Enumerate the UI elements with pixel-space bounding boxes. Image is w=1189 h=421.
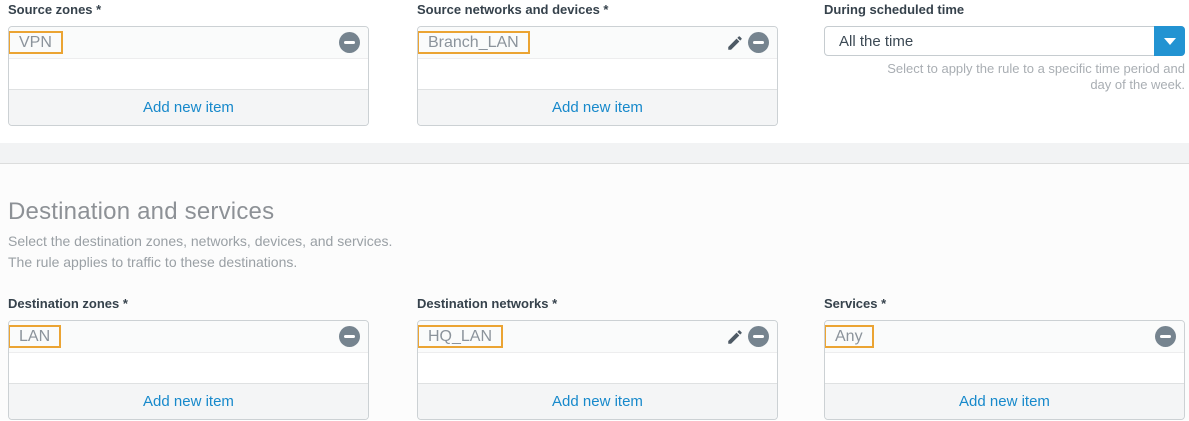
schedule-help-line1: Select to apply the rule to a specific t… — [887, 61, 1185, 76]
add-new-item-label: Add new item — [959, 393, 1050, 410]
services-listbox: Any Add new item — [824, 320, 1185, 420]
remove-item-icon[interactable] — [748, 32, 769, 53]
empty-list-space — [9, 353, 368, 383]
add-new-item-button[interactable]: Add new item — [9, 89, 368, 125]
destination-networks-label: Destination networks * — [417, 296, 558, 311]
destination-section-header: Destination and services Select the dest… — [0, 164, 1189, 273]
destination-networks-listbox: HQ_LAN Add new item — [417, 320, 778, 420]
source-networks-listbox: Branch_LAN Add new item — [417, 26, 778, 126]
section-description-line2: The rule applies to traffic to these des… — [8, 254, 298, 270]
add-new-item-button[interactable]: Add new item — [9, 383, 368, 419]
destination-networks-field: Destination networks * HQ_LAN Add new it… — [417, 294, 778, 420]
schedule-selected-value: All the time — [839, 32, 914, 50]
empty-list-space — [418, 59, 777, 89]
add-new-item-label: Add new item — [143, 393, 234, 410]
selected-item-tag: LAN — [9, 325, 62, 348]
destination-zones-listbox: LAN Add new item — [8, 320, 369, 420]
remove-item-icon[interactable] — [748, 326, 769, 347]
list-item[interactable]: HQ_LAN — [418, 321, 777, 353]
schedule-dropdown[interactable]: All the time — [824, 26, 1185, 56]
add-new-item-label: Add new item — [552, 99, 643, 116]
section-divider — [0, 143, 1189, 164]
remove-item-icon[interactable] — [339, 326, 360, 347]
schedule-help-line2: day of the week. — [1090, 77, 1185, 92]
schedule-help-text: Select to apply the rule to a specific t… — [824, 61, 1185, 93]
source-zones-label: Source zones * — [8, 2, 102, 17]
selected-item-tag: HQ_LAN — [418, 325, 504, 348]
add-new-item-button[interactable]: Add new item — [418, 383, 777, 419]
list-item[interactable]: Any — [825, 321, 1184, 353]
list-item[interactable]: Branch_LAN — [418, 27, 777, 59]
list-item[interactable]: LAN — [9, 321, 368, 353]
add-new-item-button[interactable]: Add new item — [418, 89, 777, 125]
selected-item-tag: VPN — [9, 31, 63, 54]
add-new-item-label: Add new item — [143, 99, 234, 116]
services-label: Services * — [824, 296, 887, 311]
section-description-line1: Select the destination zones, networks, … — [8, 233, 393, 249]
source-networks-label: Source networks and devices * — [417, 2, 609, 17]
empty-list-space — [9, 59, 368, 89]
section-description: Select the destination zones, networks, … — [8, 231, 1189, 273]
services-field: Services * Any Add new item — [824, 294, 1185, 420]
edit-item-icon[interactable] — [726, 34, 744, 52]
source-fields-row: Source zones * VPN Add new item Source n… — [0, 0, 1189, 126]
destination-section: Destination and services Select the dest… — [0, 164, 1189, 420]
destination-zones-field: Destination zones * LAN Add new item — [8, 294, 369, 420]
list-item[interactable]: VPN — [9, 27, 368, 59]
schedule-field: During scheduled time All the time Selec… — [824, 0, 1185, 126]
section-title: Destination and services — [8, 198, 275, 225]
remove-item-icon[interactable] — [339, 32, 360, 53]
source-zones-field: Source zones * VPN Add new item — [8, 0, 369, 126]
add-new-item-label: Add new item — [552, 393, 643, 410]
chevron-down-icon — [1163, 37, 1176, 45]
add-new-item-button[interactable]: Add new item — [825, 383, 1184, 419]
edit-item-icon[interactable] — [726, 328, 744, 346]
destination-fields-row: Destination zones * LAN Add new item Des… — [0, 294, 1189, 420]
remove-item-icon[interactable] — [1155, 326, 1176, 347]
selected-item-tag: Any — [825, 325, 874, 348]
schedule-label: During scheduled time — [824, 2, 965, 17]
selected-item-tag: Branch_LAN — [418, 31, 530, 54]
source-networks-field: Source networks and devices * Branch_LAN… — [417, 0, 778, 126]
destination-zones-label: Destination zones * — [8, 296, 128, 311]
source-zones-listbox: VPN Add new item — [8, 26, 369, 126]
dropdown-toggle-button[interactable] — [1154, 26, 1185, 56]
empty-list-space — [418, 353, 777, 383]
empty-list-space — [825, 353, 1184, 383]
